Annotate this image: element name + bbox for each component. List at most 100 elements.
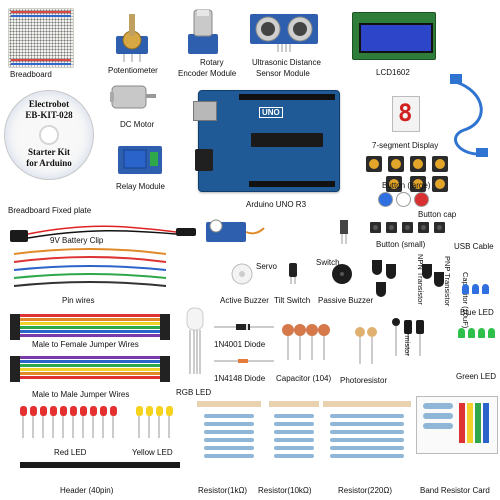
seven-segment-digit: 8 bbox=[398, 99, 413, 127]
arduino-mcu-chip bbox=[251, 133, 323, 147]
label-arduino: Arduino UNO R3 bbox=[246, 200, 307, 209]
button-large-5 bbox=[386, 176, 402, 192]
label-button-small: Button (small) bbox=[376, 240, 426, 249]
thermistor-capacitor-image bbox=[392, 318, 424, 356]
arduino-analog-header bbox=[249, 181, 335, 187]
npn-transistors-image bbox=[372, 260, 396, 297]
band-card-graphic bbox=[423, 403, 489, 443]
button-small-5 bbox=[434, 222, 445, 233]
label-switch: Switch bbox=[316, 258, 340, 267]
cd-brand: Electrobot bbox=[28, 99, 70, 109]
label-mm-jumper: Male to Male Jumper Wires bbox=[32, 390, 130, 399]
mf-jumper-wires-image bbox=[10, 314, 170, 340]
band-resistor-card-image bbox=[416, 396, 498, 454]
dc-motor-image bbox=[110, 85, 156, 109]
label-thermistor: Thermistor bbox=[403, 320, 412, 356]
lcd1602-image bbox=[352, 12, 436, 60]
resistor-220-bag-image bbox=[323, 401, 411, 458]
label-res220: Resistor(220Ω) bbox=[338, 486, 392, 495]
battery-clip-image bbox=[10, 225, 196, 242]
potentiometer-image bbox=[116, 14, 148, 62]
tilt-switch-image bbox=[289, 263, 297, 284]
label-lcd: LCD1602 bbox=[376, 68, 410, 77]
mm-jumper-wires-image bbox=[10, 356, 170, 382]
diode-1n4148-image bbox=[214, 359, 274, 363]
button-large-1 bbox=[366, 156, 382, 172]
breadboard-rail-blue bbox=[11, 15, 71, 17]
label-relay: Relay Module bbox=[116, 182, 165, 191]
button-small-2 bbox=[386, 222, 397, 233]
pin-wires-image bbox=[13, 248, 167, 287]
label-yellow-led: Yellow LED bbox=[132, 448, 173, 457]
resistor-10k-bag-image bbox=[269, 401, 319, 458]
led-green-4 bbox=[488, 328, 495, 338]
label-res10k: Resistor(10kΩ) bbox=[258, 486, 312, 495]
button-large-7 bbox=[432, 176, 448, 192]
button-cap-white bbox=[396, 192, 411, 207]
breadboard-image bbox=[8, 8, 74, 68]
label-ultrasonic-2: Sensor Module bbox=[256, 69, 310, 78]
label-mf-jumper: Male to Female Jumper Wires bbox=[32, 340, 139, 349]
button-small-4 bbox=[418, 222, 429, 233]
relay-module-image bbox=[118, 146, 162, 174]
label-d4148: 1N4148 Diode bbox=[214, 374, 266, 383]
rotary-encoder-image bbox=[188, 9, 218, 54]
arduino-usb-port bbox=[193, 101, 217, 121]
label-rotary: Rotary bbox=[200, 58, 224, 67]
cd-model: EB-KIT-028 bbox=[25, 110, 73, 120]
label-d4001: 1N4001 Diode bbox=[214, 340, 266, 349]
resistor-1k-bag-image bbox=[197, 401, 261, 458]
software-cd-image: Electrobot EB-KIT-028 Starter Kit for Ar… bbox=[4, 90, 94, 180]
rgb-led-image bbox=[186, 307, 204, 374]
label-bb-plate: Breadboard Fixed plate bbox=[8, 206, 92, 215]
led-green-3 bbox=[478, 328, 485, 338]
label-battery-clip: 9V Battery Clip bbox=[50, 236, 104, 245]
button-large-3 bbox=[410, 156, 426, 172]
label-rgb-led: RGB LED bbox=[176, 388, 212, 397]
header-40pin-image bbox=[20, 462, 180, 468]
arduino-power-jack bbox=[195, 149, 213, 171]
label-pin-wires: Pin wires bbox=[62, 296, 95, 305]
label-band-card: Band Resistor Card bbox=[420, 486, 490, 495]
button-large-2 bbox=[388, 156, 404, 172]
pnp-transistors-image bbox=[422, 264, 444, 287]
label-cap-10uf: Capacitor (10uF) bbox=[461, 272, 470, 329]
usb-cable-image bbox=[450, 74, 488, 157]
arduino-uno-image: UNO bbox=[193, 90, 340, 192]
led-green-2 bbox=[468, 328, 475, 338]
button-small-1 bbox=[370, 222, 381, 233]
capacitor-104-image bbox=[282, 324, 330, 360]
label-button-cap: Button cap bbox=[418, 210, 457, 219]
label-ultrasonic-1: Ultrasonic Distance bbox=[252, 58, 321, 67]
label-button-large: Button (large) bbox=[382, 181, 431, 190]
cd-title-1: Starter Kit bbox=[27, 147, 71, 157]
active-buzzer-image bbox=[231, 263, 253, 285]
red-leds-image bbox=[20, 406, 117, 438]
led-blue-2 bbox=[472, 284, 479, 294]
switch-image bbox=[340, 220, 348, 244]
label-dc-motor: DC Motor bbox=[120, 120, 155, 129]
breadboard-rail-red-bottom bbox=[11, 59, 71, 61]
label-active-buzzer: Active Buzzer bbox=[220, 296, 269, 305]
button-cap-red bbox=[414, 192, 429, 207]
breadboard-rail-red bbox=[11, 11, 71, 13]
button-large-4 bbox=[432, 156, 448, 172]
lcd-screen bbox=[359, 23, 433, 53]
label-red-led: Red LED bbox=[54, 448, 87, 457]
button-large-6 bbox=[410, 176, 426, 192]
label-rotary-encoder: Encoder Module bbox=[178, 69, 237, 78]
label-servo: Servo bbox=[256, 262, 277, 271]
breadboard-rail-blue-bottom bbox=[11, 63, 71, 65]
led-blue-3 bbox=[482, 284, 489, 294]
cd-title-2: for Arduino bbox=[26, 158, 72, 168]
label-pnp: PNP Transistor bbox=[443, 256, 452, 307]
label-seven-seg: 7-segment Display bbox=[372, 141, 439, 150]
arduino-digital-header bbox=[239, 94, 335, 100]
label-blue-led: Blue LED bbox=[460, 308, 494, 317]
label-breadboard: Breadboard bbox=[10, 70, 52, 79]
button-small-3 bbox=[402, 222, 413, 233]
button-cap-blue bbox=[378, 192, 393, 207]
label-green-led: Green LED bbox=[456, 372, 497, 381]
label-res1k: Resistor(1kΩ) bbox=[198, 486, 248, 495]
arduino-logo-text: UNO bbox=[259, 107, 283, 118]
